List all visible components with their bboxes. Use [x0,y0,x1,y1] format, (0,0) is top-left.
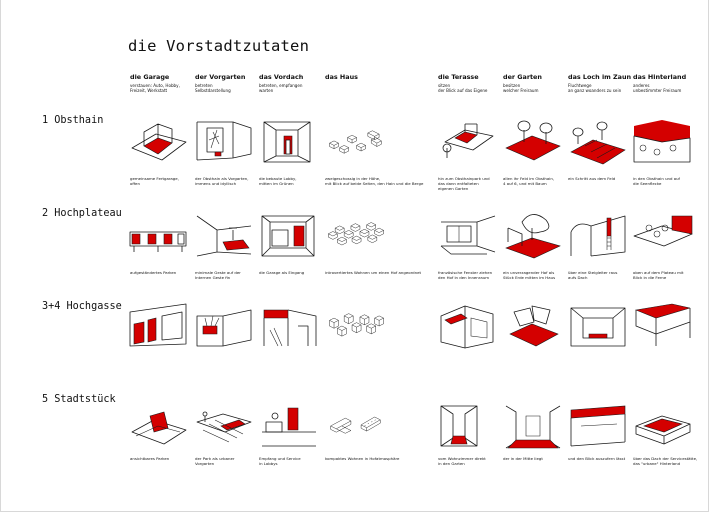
sketch-stadtstueck-hinterland [632,402,694,450]
sketch-obsthain-hinterland [632,118,694,166]
caption: der Park als urbaner Vorgarten [195,456,235,466]
caption: kompaktes Wohnen in Hofatmosphäre [325,456,400,461]
sketch-stadtstueck-vordach [258,402,320,450]
sketch-obsthain-garage [128,118,190,166]
column-heading: das Loch im Zaun [568,73,632,81]
sketch-stadtstueck-loch-im-zaun [567,402,629,450]
column-subheading: betreten Selbstdarstellung [195,83,231,94]
sheet-title: die Vorstadtzutaten [128,37,310,55]
column-heading: das Hinterland [633,73,687,81]
row-label-obsthain: 1 Obsthain [42,115,104,126]
column-heading: das Haus [325,73,358,81]
column-heading: der Garten [503,73,542,81]
column-header-haus: das Haus [325,73,387,83]
caption: in den Obsthain und auf die Seenflecke [633,176,680,186]
sketch-obsthain-vorgarten [193,118,255,166]
sketch-stadtstueck-garten [502,402,564,450]
row-label-hochgasse: 3+4 Hochgasse [42,301,122,312]
column-header-vorgarten: der Vorgarten betreten Selbstdarstellung [195,73,257,93]
column-subheading: sitzen der Blick auf das Eigene [438,83,488,94]
column-header-garten: der Garten besitzen welcher Freiraum [503,73,565,93]
sketch-hochplateau-haus [325,212,387,260]
row-label-stadtstueck: 5 Stadtstück [42,394,116,405]
sketch-hochgasse-vordach [258,302,320,350]
sketch-stadtstueck-garage [128,402,190,450]
sketch-obsthain-haus [325,118,387,166]
caption: Empfang und Service in Lobbys [259,456,301,466]
sketch-hochgasse-loch-im-zaun [567,302,629,350]
caption: der in der Mitte liegt [503,456,543,461]
caption: ein unverzagender Hof als Stück Erde mit… [503,270,556,280]
sketch-hochplateau-vordach [258,212,320,260]
caption: zweigeschossig in der Höhe, mit Blick au… [325,176,424,186]
caption: französische Fenster ziehen den Hof in d… [438,270,493,280]
caption: allen ihr Feld im Obsthain, 4 auf 6, und… [503,176,555,186]
caption: gemeinsame Fertgarage, offen [130,176,179,186]
column-subheading: verstauen: Auto, Hobby, Freizeit, Werkst… [130,83,180,94]
column-heading: das Vordach [259,73,304,81]
sketch-stadtstueck-vorgarten [193,402,255,450]
column-header-garage: die Garage verstauen: Auto, Hobby, Freize… [130,73,192,93]
column-header-hinterland: das Hinterland anderes unbestimmter Freir… [633,73,695,93]
sketch-hochgasse-garten [502,302,564,350]
caption: über das Dach der Servicestätte, das "ur… [633,456,698,466]
sketch-obsthain-garten [502,118,564,166]
column-header-terasse: die Terasse sitzen der Blick auf das Eige… [438,73,500,93]
caption: ansichtbares Parken [130,456,170,461]
sketch-hochgasse-terasse [437,302,499,350]
caption: minimale Geste auf der Internen Geste fi… [195,270,241,280]
caption: die bebaute Lobby, mitten im Grünen [259,176,297,186]
sketch-stadtstueck-haus [325,402,387,450]
caption: hin zum Obsthainpark und das dann entfal… [438,176,490,191]
caption: der Obsthain als Vorgarten, immens und i… [195,176,249,186]
sketch-hochplateau-vorgarten [193,212,255,260]
sketch-hochplateau-terasse [437,212,499,260]
column-heading: die Terasse [438,73,479,81]
sketch-hochplateau-garten [502,212,564,260]
column-subheading: Fluchtwege an ganz woanders zu sein [568,83,622,94]
caption: die Garage als Eingang [259,270,305,275]
caption: über eine Steigleiter raus aufs Dach [568,270,618,280]
caption: oben auf dem Plateau mit Blick in die Fe… [633,270,684,280]
column-subheading: betreten, empfangen warten [259,83,303,94]
sketch-stadtstueck-terasse [437,402,499,450]
sketch-obsthain-terasse [437,118,499,166]
sketch-hochgasse-vorgarten [193,302,255,350]
caption: und den Blick auszufern lässt [568,456,626,461]
sketch-hochplateau-loch-im-zaun [567,212,629,260]
sketch-obsthain-loch-im-zaun [567,118,629,166]
caption: introvertiertes Wohnen um einen Hof ange… [325,270,421,275]
column-subheading: anderes unbestimmter Freiraum [633,83,682,94]
caption: aufgeständertes Parken [130,270,177,275]
sketch-hochplateau-garage [128,212,190,260]
sketch-obsthain-vordach [258,118,320,166]
sketch-hochgasse-hinterland [632,302,694,350]
column-header-vordach: das Vordach betreten, empfangen warten [259,73,321,93]
caption: vom Wohnzimmer direkt in den Garten [438,456,486,466]
row-label-hochplateau: 2 Hochplateau [42,208,122,219]
sketch-hochplateau-hinterland [632,212,694,260]
column-heading: der Vorgarten [195,73,246,81]
caption: ein Schritt aus dem Feld [568,176,616,181]
column-subheading: besitzen welcher Freiraum [503,83,539,94]
column-heading: die Garage [130,73,170,81]
sketch-hochgasse-garage [128,302,190,350]
sketch-hochgasse-haus [325,302,387,350]
